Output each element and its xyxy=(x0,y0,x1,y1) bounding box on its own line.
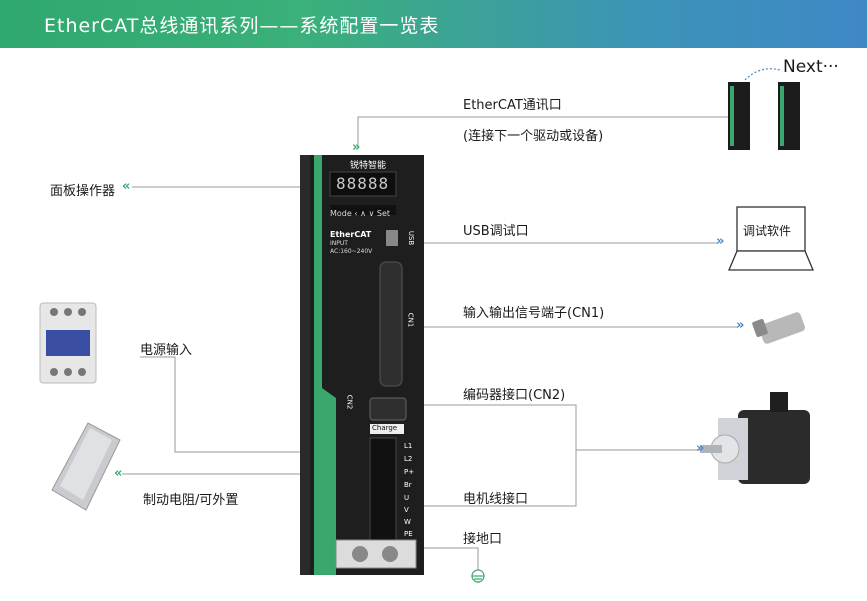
label-motor-port: 电机线接口 xyxy=(463,492,529,507)
panel-left-arrow-icon: « xyxy=(122,179,131,194)
motor-right-arrow-icon: » xyxy=(696,441,705,456)
drive-usb-port-label: USB xyxy=(407,230,416,246)
label-usb-port: USB调试口 xyxy=(463,224,529,239)
ethercat-down-arrow-icon: » xyxy=(352,140,361,155)
drive-bus-label: EtherCAT xyxy=(330,230,372,239)
drive-display: 88888 xyxy=(336,174,390,193)
sensor-image xyxy=(752,312,805,344)
terminal-label-pplus: P+ xyxy=(404,468,415,476)
page-title: EtherCAT总线通讯系列——系统配置一览表 xyxy=(44,15,440,37)
terminal-label-l2: L2 xyxy=(404,455,413,463)
terminal-label-u: U xyxy=(404,494,410,502)
label-ethercat-port-note: (连接下一个驱动或设备) xyxy=(463,129,604,144)
servo-motor-image xyxy=(700,392,810,484)
ground-icon xyxy=(471,569,485,583)
terminal-label-v: V xyxy=(404,506,409,514)
terminal-label-l1: L1 xyxy=(404,442,413,450)
label-encoder-port: 编码器接口(CN2) xyxy=(463,388,566,403)
label-power-input: 电源输入 xyxy=(140,343,193,358)
label-io-port: 输入输出信号端子(CN1) xyxy=(463,306,605,321)
brake-resistor-image xyxy=(51,422,121,511)
label-ethercat-port: EtherCAT通讯口 xyxy=(463,98,562,113)
terminal-label-w: W xyxy=(404,518,411,526)
label-next: Next··· xyxy=(783,57,839,77)
label-ground-port: 接地口 xyxy=(463,532,503,547)
label-brake-resistor: 制动电阻/可外置 xyxy=(143,493,239,508)
io-right-arrow-icon: » xyxy=(736,318,745,333)
resistor-left-arrow-icon: « xyxy=(114,466,123,481)
drive-input-label: INPUT xyxy=(330,240,348,247)
laptop-screen-label: 调试软件 xyxy=(743,224,792,238)
label-panel-operator: 面板操作器 xyxy=(50,184,116,199)
terminal-label-br: Br xyxy=(404,481,412,489)
drive-cn1-port-label: CN1 xyxy=(406,312,415,328)
drive-buttons-label: Mode ‹ ∧ ∨ Set xyxy=(330,209,391,218)
drive-brand: 锐特智能 xyxy=(350,161,387,171)
title-banner: EtherCAT总线通讯系列——系统配置一览表 xyxy=(0,0,867,48)
laptop-icon xyxy=(728,206,814,271)
usb-right-arrow-icon: » xyxy=(716,234,725,249)
drive-input-voltage: AC:160~240V xyxy=(330,248,373,255)
drive-charge-label: Charge xyxy=(372,424,398,432)
terminal-label-pe: PE xyxy=(404,530,413,538)
drive-cn2-port-label: CN2 xyxy=(345,394,354,410)
next-drive-images xyxy=(728,82,800,150)
servo-drive-image xyxy=(300,155,424,575)
contactor-image xyxy=(39,302,97,384)
